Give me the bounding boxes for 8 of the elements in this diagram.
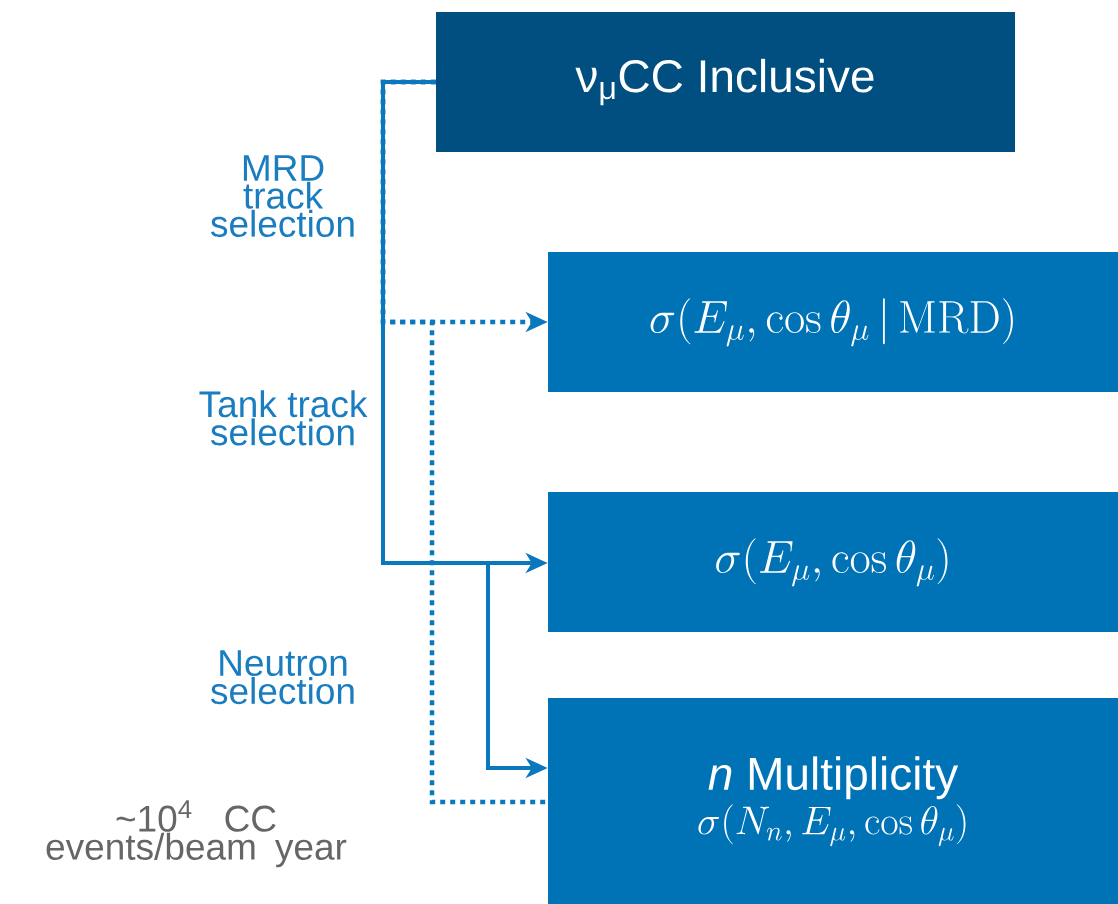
selection-label: MRD track selection: [211, 155, 354, 237]
result-box: ν$_{μ}$CC Inclusive: [436, 12, 1015, 152]
selection-label: Neutron selection: [211, 650, 354, 705]
selection-label: Tank track selection: [199, 390, 368, 446]
note-text: ~10$^{4}$ CC events/beam year: [46, 800, 347, 868]
result-box: n Multiplicity $\sigma(N_n, E_\mu, \cos\theta_\mu)$: [548, 698, 1118, 904]
result-box: $\sigma(E_\mu, \cos\theta_\mu\,|\,\mathrm{MRD})$: [548, 252, 1118, 392]
result-box: $\sigma(E_\mu, \cos\theta_\mu)$: [548, 492, 1118, 632]
